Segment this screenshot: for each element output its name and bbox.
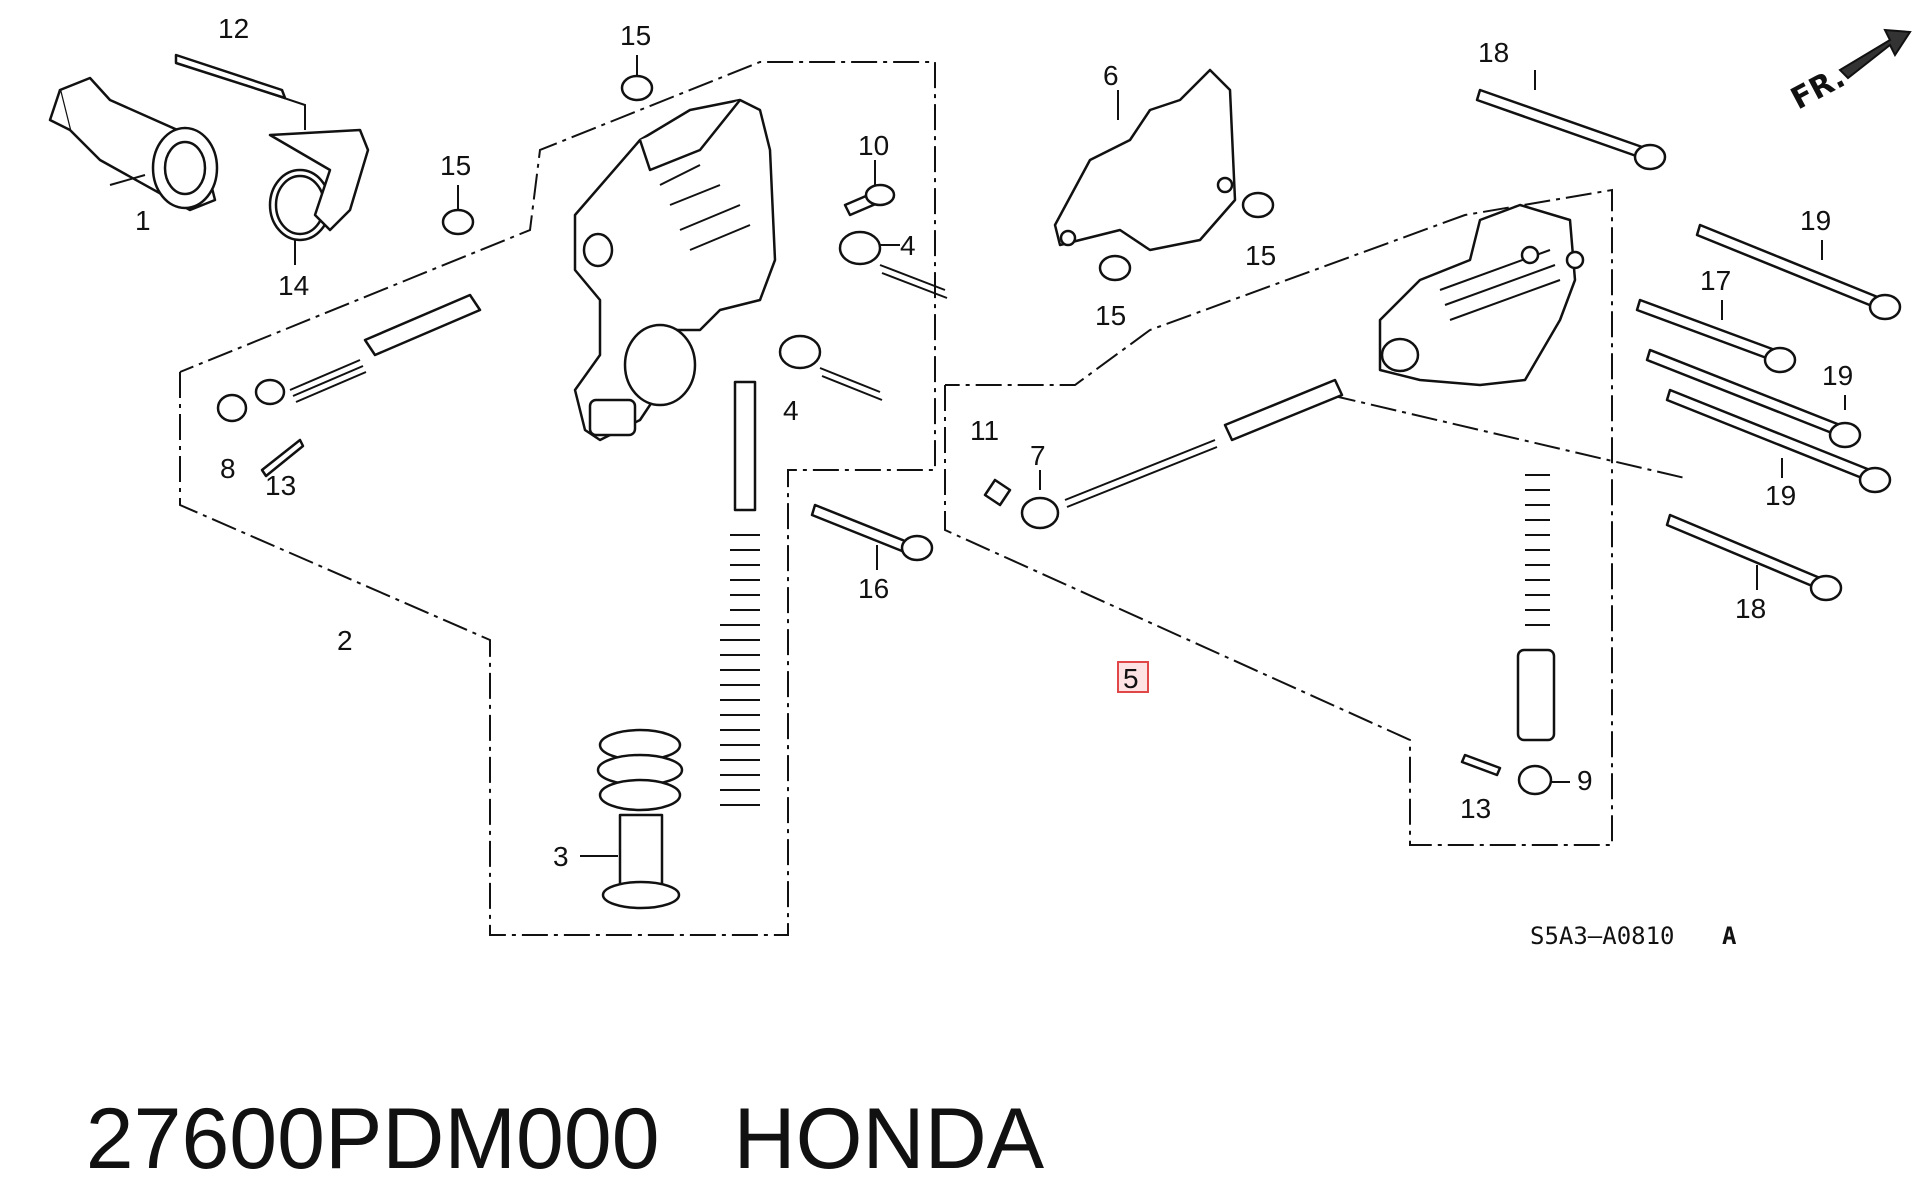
callout-2: 2	[337, 625, 353, 656]
callout-10: 10	[858, 130, 889, 161]
callout-5: 5	[1123, 663, 1139, 694]
left-spool-assembly	[216, 293, 482, 478]
part-1-shaft	[48, 76, 219, 212]
callout-11: 11	[970, 415, 999, 446]
part-14-o-ring	[268, 128, 370, 265]
assembly-outline-5	[944, 188, 1613, 846]
part-number: 27600PDM000	[85, 1091, 660, 1187]
assembly-outline-5-inner	[1329, 394, 1686, 479]
callout-19-bottom: 19	[1765, 480, 1796, 511]
callout-15-left: 15	[440, 150, 471, 181]
part-7-part-11-spool	[983, 378, 1344, 530]
callout-1: 1	[135, 205, 151, 236]
callout-3: 3	[553, 841, 569, 872]
assembly-outline-2	[179, 61, 936, 936]
right-vertical-stack	[1460, 474, 1570, 796]
callout-4-lower: 4	[783, 395, 799, 426]
callout-16: 16	[858, 573, 889, 604]
callout-12: 12	[218, 13, 249, 44]
long-bolts	[1475, 88, 1902, 602]
highlighted-callout-box	[1117, 661, 1149, 693]
reference-suffix: A	[1722, 922, 1737, 950]
callout-13-left: 13	[265, 470, 296, 501]
brand-name: HONDA	[733, 1091, 1045, 1187]
callout-9: 9	[1577, 765, 1593, 796]
center-valve-stack	[720, 380, 760, 806]
part-16-bolt	[810, 503, 934, 570]
callout-14: 14	[278, 270, 309, 301]
part-15-dowels	[441, 55, 1275, 282]
callout-4-upper: 4	[900, 230, 916, 261]
callout-15-right: 15	[1245, 240, 1276, 271]
part-10-bolt	[843, 160, 896, 217]
callout-19-middle: 19	[1822, 360, 1853, 391]
front-direction-arrow: FR.	[1785, 28, 1912, 117]
part-6-separator-plate	[1053, 68, 1237, 252]
reference-code: S5A3—A0810	[1530, 922, 1675, 950]
parts-diagram: FR. 12 1 14 15 15 10 4 4 8 13 16 2 3 6 1…	[48, 13, 1912, 950]
callout-18-top: 18	[1478, 37, 1509, 68]
part-3-accumulator	[580, 728, 684, 910]
callout-8: 8	[220, 453, 236, 484]
right-valve-body	[1378, 203, 1585, 387]
callout-6: 6	[1103, 60, 1119, 91]
callout-19-top: 19	[1800, 205, 1831, 236]
callout-7: 7	[1030, 440, 1046, 471]
part-12-pin	[174, 53, 306, 130]
part-4-caps	[778, 230, 948, 401]
callout-18-bottom: 18	[1735, 593, 1766, 624]
main-valve-body	[573, 98, 777, 442]
callout-17: 17	[1700, 265, 1731, 296]
callout-15-bottom: 15	[1095, 300, 1126, 331]
callout-15-top: 15	[620, 20, 651, 51]
callout-13-right: 13	[1460, 793, 1491, 824]
